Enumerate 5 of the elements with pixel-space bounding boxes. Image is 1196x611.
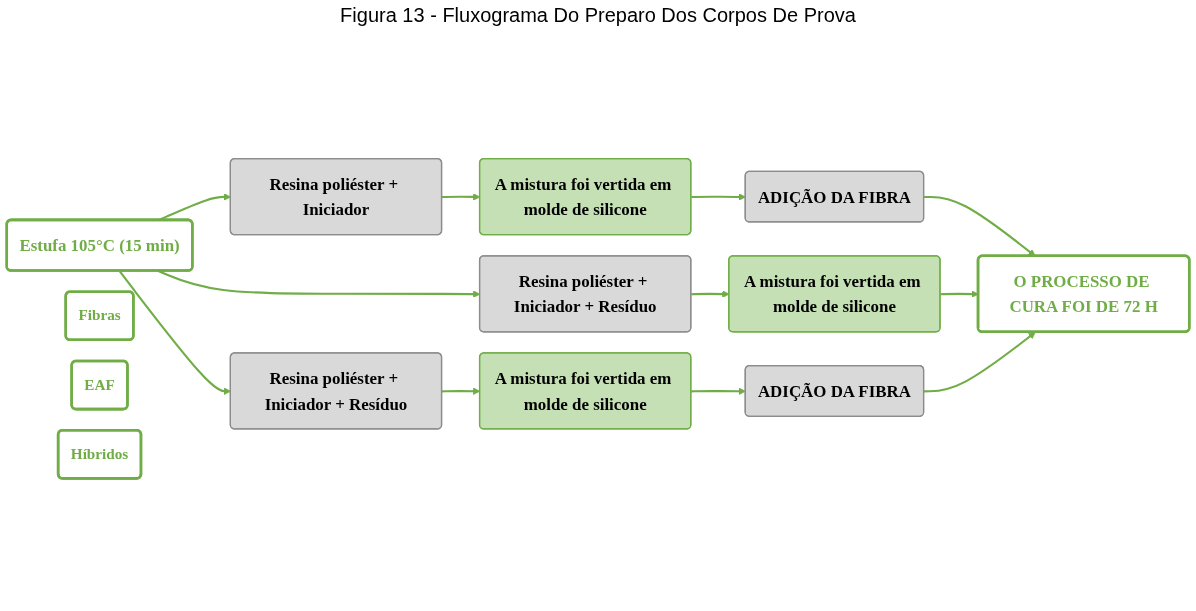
figure-title: Figura 13 - Fluxograma Do Preparo Dos Corpos De Prova — [339, 4, 857, 27]
arrow — [940, 290, 979, 298]
arrow — [924, 331, 1036, 393]
arrow — [691, 387, 746, 395]
arrow — [691, 193, 746, 201]
